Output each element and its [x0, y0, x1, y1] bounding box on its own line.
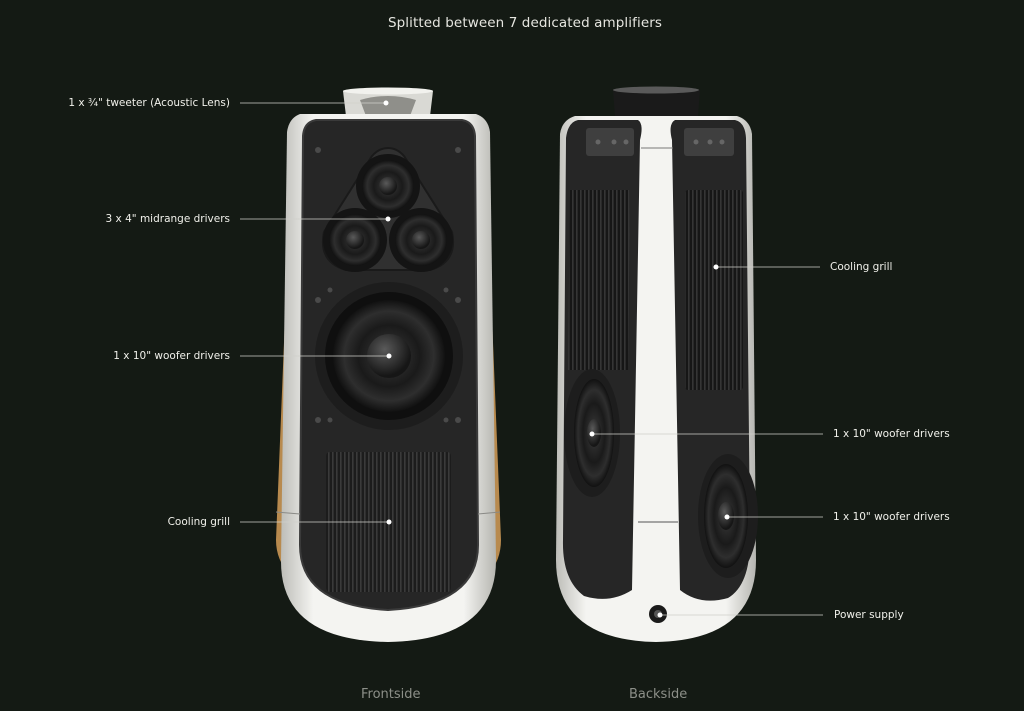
label-front-tweeter: 1 x ¾" tweeter (Acoustic Lens): [68, 97, 230, 109]
label-front-midrange: 3 x 4" midrange drivers: [105, 213, 230, 225]
callout-dot-woofer-upper: [589, 431, 595, 437]
callout-dot-woofer-lower: [724, 514, 730, 520]
label-front-cooling: Cooling grill: [167, 516, 230, 528]
back-speaker: [556, 86, 758, 642]
back-left-grill: [568, 190, 630, 370]
callout-dot-midrange: [385, 216, 391, 222]
label-back-power: Power supply: [834, 609, 904, 621]
diagram-title: Splitted between 7 dedicated amplifiers: [387, 15, 663, 31]
back-right-grill: [685, 190, 743, 390]
front-speaker: [275, 87, 501, 642]
callout-dot-woofer: [386, 353, 392, 359]
callout-dot-tweeter: [383, 100, 389, 106]
label-back-woofer-lower: 1 x 10" woofer drivers: [833, 511, 950, 523]
caption-frontside: Frontside: [361, 687, 421, 702]
label-back-cooling: Cooling grill: [830, 261, 893, 273]
callouts: [240, 102, 823, 616]
callout-dot-power: [657, 612, 663, 618]
back-top-cap: [613, 90, 700, 116]
caption-backside: Backside: [629, 687, 688, 702]
label-front-woofer: 1 x 10" woofer drivers: [113, 350, 230, 362]
callout-dot-cooling-front: [386, 519, 392, 525]
label-back-woofer-upper: 1 x 10" woofer drivers: [833, 428, 950, 440]
callout-dot-cooling-back: [713, 264, 719, 270]
